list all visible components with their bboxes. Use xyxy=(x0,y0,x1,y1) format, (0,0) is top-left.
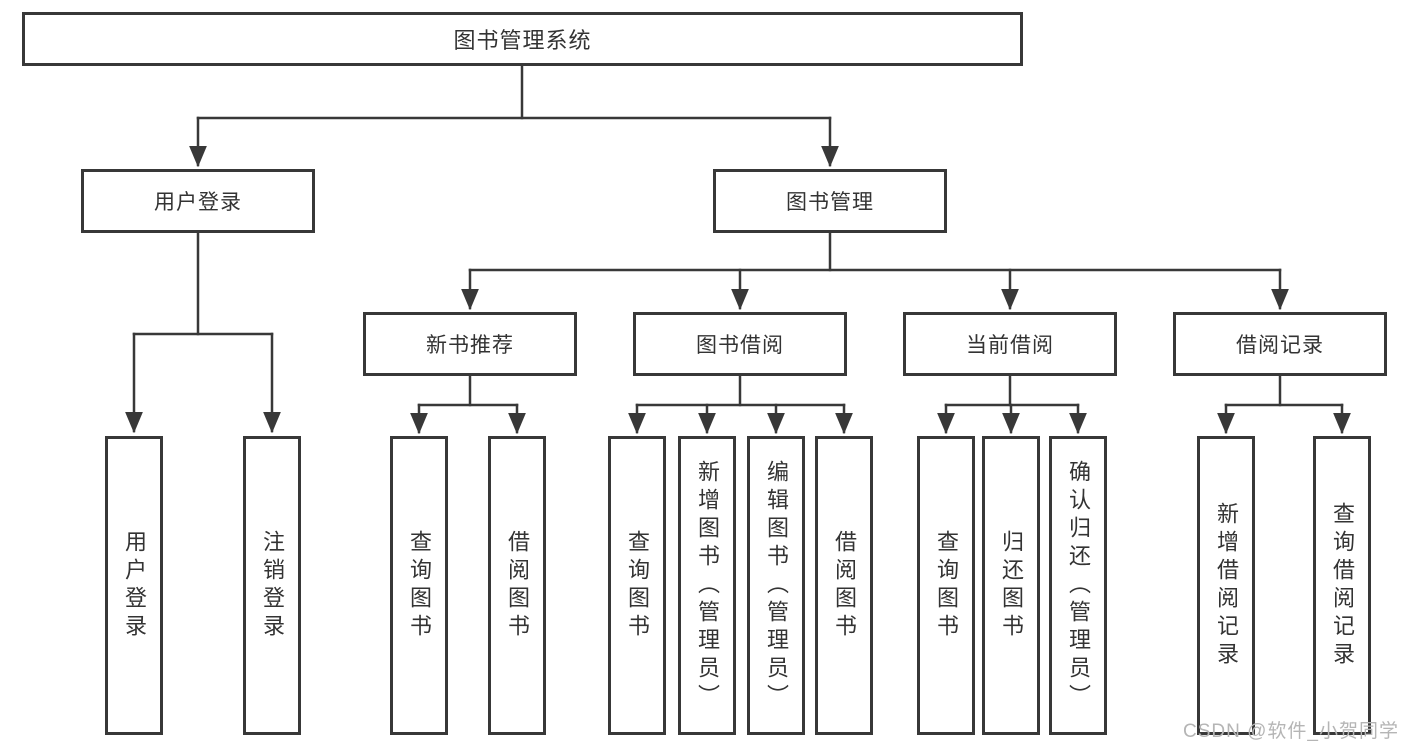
leaf-logout: 注销登录 xyxy=(243,436,301,735)
leaf-edit-book-admin: 编辑图书（管理员） xyxy=(747,436,805,735)
leaf-add-borrow-record: 新增借阅记录 xyxy=(1197,436,1255,735)
leaf-query-books-recommend: 查询图书 xyxy=(390,436,448,735)
leaf-label: 新增借阅记录 xyxy=(1214,501,1239,670)
leaf-add-book-admin: 新增图书（管理员） xyxy=(678,436,736,735)
leaf-borrow-books-recommend: 借阅图书 xyxy=(488,436,546,735)
node-label: 借阅记录 xyxy=(1236,334,1324,357)
leaf-label: 用户登录 xyxy=(122,529,147,642)
leaf-label: 查询图书 xyxy=(934,529,959,642)
leaf-user-login: 用户登录 xyxy=(105,436,163,735)
leaf-label: 查询借阅记录 xyxy=(1330,501,1355,670)
leaf-return-book: 归还图书 xyxy=(982,436,1040,735)
node-book-management: 图书管理 xyxy=(713,169,947,233)
node-label: 新书推荐 xyxy=(426,334,514,357)
leaf-label: 注销登录 xyxy=(260,529,285,642)
node-new-book-recommend: 新书推荐 xyxy=(363,312,577,376)
node-library-management-system: 图书管理系统 xyxy=(22,12,1023,66)
leaf-label: 借阅图书 xyxy=(505,529,530,642)
leaf-query-books-borrowing: 查询图书 xyxy=(608,436,666,735)
node-book-borrowing: 图书借阅 xyxy=(633,312,847,376)
leaf-label: 新增图书（管理员） xyxy=(695,459,720,712)
leaf-borrow-books-borrowing: 借阅图书 xyxy=(815,436,873,735)
leaf-query-borrow-record: 查询借阅记录 xyxy=(1313,436,1371,735)
node-current-borrowing: 当前借阅 xyxy=(903,312,1117,376)
leaf-label: 归还图书 xyxy=(999,529,1024,642)
leaf-label: 借阅图书 xyxy=(832,529,857,642)
watermark: CSDN @软件_小贺同学 xyxy=(1183,721,1399,742)
leaf-confirm-return-admin: 确认归还（管理员） xyxy=(1049,436,1107,735)
node-label: 图书借阅 xyxy=(696,334,784,357)
node-label: 图书管理 xyxy=(786,191,874,214)
leaf-query-books-current: 查询图书 xyxy=(917,436,975,735)
node-user-login: 用户登录 xyxy=(81,169,315,233)
leaf-label: 编辑图书（管理员） xyxy=(764,459,789,712)
leaf-label: 查询图书 xyxy=(625,529,650,642)
leaf-label: 确认归还（管理员） xyxy=(1066,459,1091,712)
node-label: 图书管理系统 xyxy=(453,28,592,53)
node-label: 当前借阅 xyxy=(966,334,1054,357)
node-borrowing-records: 借阅记录 xyxy=(1173,312,1387,376)
node-label: 用户登录 xyxy=(154,191,242,214)
leaf-label: 查询图书 xyxy=(407,529,432,642)
